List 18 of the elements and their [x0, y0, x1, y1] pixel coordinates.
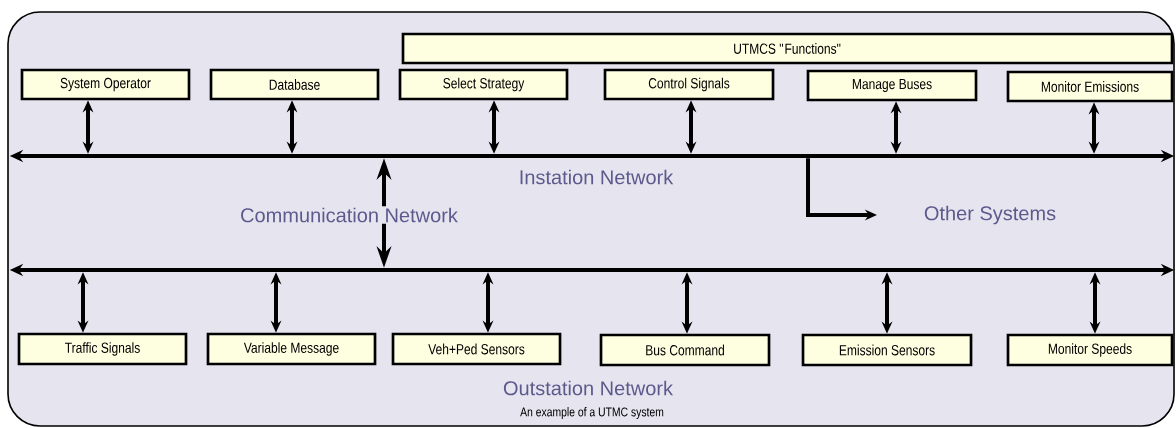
- network-label: Instation Network: [517, 168, 675, 186]
- function-box: Control Signals: [603, 68, 775, 101]
- network-label: Outstation Network: [501, 379, 675, 397]
- function-box: Emission Sensors: [801, 333, 973, 367]
- network-label: Communication Network: [238, 206, 460, 224]
- function-box: Select Strategy: [398, 68, 569, 101]
- function-box: Traffic Signals: [17, 332, 188, 366]
- system-label: Other Systems: [924, 205, 1056, 225]
- function-box: System Operator: [20, 68, 191, 101]
- heading-box: UTMCS "Functions": [401, 32, 1174, 65]
- function-box: Veh+Ped Sensors: [391, 332, 562, 366]
- function-box: Bus Command: [599, 333, 771, 367]
- function-box: Monitor Emissions: [1006, 70, 1174, 103]
- caption: An example of a UTMC system: [520, 407, 664, 419]
- function-box: Monitor Speeds: [1006, 333, 1174, 367]
- function-box: Database: [209, 68, 380, 101]
- function-box: Variable Message: [206, 332, 377, 366]
- function-box: Manage Buses: [806, 69, 978, 102]
